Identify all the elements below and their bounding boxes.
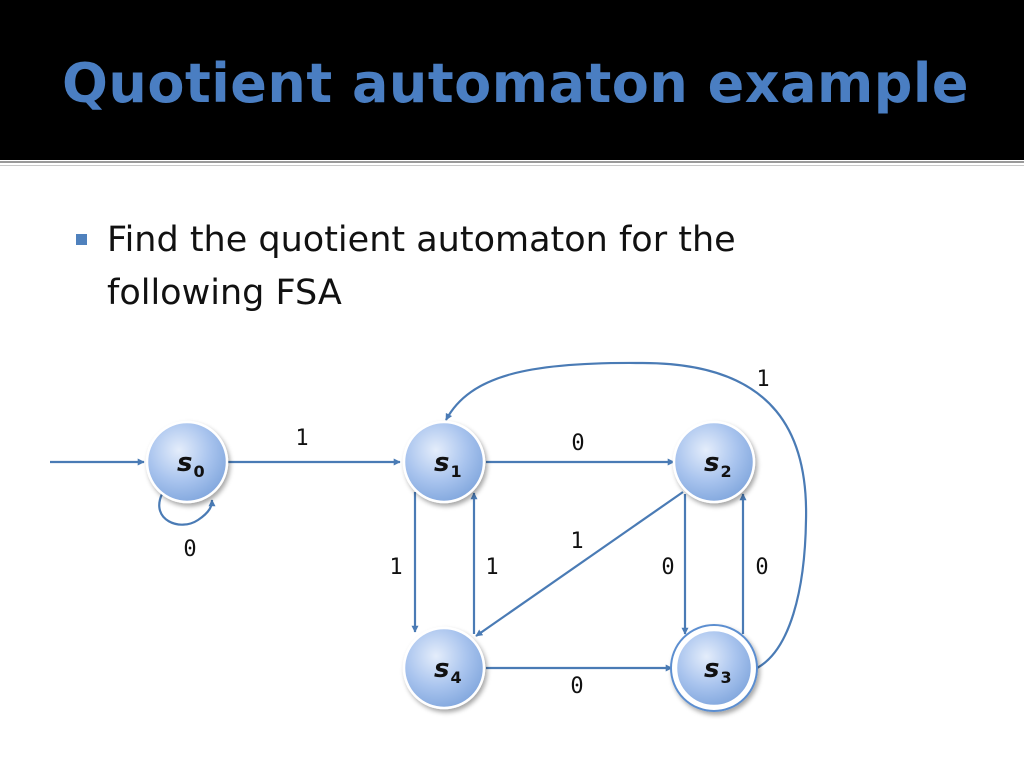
transition-label-s1-s4: 1 — [389, 555, 402, 580]
state-subscript-s3: 3 — [720, 668, 731, 687]
transition-s3-s1 — [445, 361, 808, 669]
transition-s0-s0 — [158, 493, 216, 526]
transition-label-s2-s3: 0 — [661, 555, 674, 580]
state-letter-s2: s — [704, 448, 719, 478]
state-subscript-s0: 0 — [193, 462, 204, 481]
state-circle-s0 — [145, 420, 229, 504]
state-circle-s2 — [672, 420, 756, 504]
state-letter-s3: s — [704, 654, 719, 684]
state-s2: s2 — [672, 420, 756, 504]
bullet-text: Find the quotient automaton for the foll… — [107, 220, 736, 313]
slide-title: Quotient automaton example — [62, 52, 970, 115]
state-s3: s3 — [670, 624, 758, 712]
state-letter-s1: s — [434, 448, 449, 478]
state-label-s3: s3 — [704, 654, 732, 687]
bullet-marker — [76, 234, 87, 245]
state-subscript-s2: 2 — [720, 462, 731, 481]
state-s4: s4 — [402, 626, 486, 710]
transition-label-s4-s3: 0 — [570, 674, 583, 699]
transition-label-s2-s4: 1 — [570, 529, 583, 554]
state-s1: s1 — [402, 420, 486, 504]
transition-label-s0-s1: 1 — [295, 426, 308, 451]
transition-label-s3-s1: 1 — [756, 367, 769, 392]
state-label-s2: s2 — [704, 448, 732, 481]
divider-rule — [0, 161, 1024, 163]
divider-rule-thin — [0, 165, 1024, 166]
state-label-s0: s0 — [177, 448, 205, 481]
transition-label-s0-s0: 0 — [183, 537, 196, 562]
transition-label-s4-s1: 1 — [485, 555, 498, 580]
state-letter-s4: s — [434, 654, 449, 684]
title-bar: Quotient automaton example — [0, 0, 1024, 160]
transition-label-s1-s2: 0 — [571, 431, 584, 456]
state-circle-s1 — [402, 420, 486, 504]
state-subscript-s1: 1 — [450, 462, 461, 481]
state-letter-s0: s — [177, 448, 192, 478]
state-circle-s4 — [402, 626, 486, 710]
state-subscript-s4: 4 — [450, 668, 461, 687]
state-s0: s0 — [145, 420, 229, 504]
state-label-s4: s4 — [434, 654, 462, 687]
state-circle-s3 — [674, 628, 754, 708]
state-label-s1: s1 — [434, 448, 462, 481]
transition-label-s3-s2: 0 — [755, 555, 768, 580]
transition-s2-s4 — [475, 491, 684, 637]
